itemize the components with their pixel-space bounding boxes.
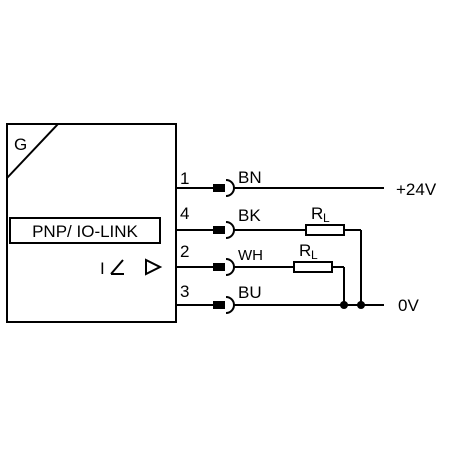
output-type-label: PNP/ IO-LINK — [32, 222, 138, 241]
socket-contact-icon — [225, 296, 235, 314]
sensor-block: G PNP/ IO-LINK I — [6, 123, 177, 323]
triangle-output-icon — [145, 258, 163, 276]
socket-contact-icon — [225, 179, 235, 197]
plug-pin-icon — [213, 301, 225, 309]
junction-dot — [340, 301, 348, 309]
resistor-label: R — [311, 204, 323, 223]
wire-pin-4: 4 BK — [176, 204, 306, 239]
wire-color: WH — [238, 247, 263, 264]
pin-number: 3 — [180, 282, 189, 301]
plug-pin-icon — [213, 226, 225, 234]
sensor-label: G — [14, 135, 27, 154]
socket-contact-icon — [225, 258, 235, 276]
load-resistor-2: R L — [293, 241, 345, 305]
socket-contact-icon — [225, 221, 235, 239]
resistor-subscript: L — [311, 248, 318, 262]
pin-number: 2 — [180, 242, 189, 261]
resistor-subscript: L — [323, 211, 330, 225]
plug-pin-icon — [213, 184, 225, 192]
plug-pin-icon — [213, 263, 225, 271]
wire-pin-1: 1 BN — [176, 168, 384, 197]
wire-color: BN — [238, 168, 262, 187]
load-resistor-1: R L — [305, 204, 362, 305]
supply-negative-label: 0V — [398, 296, 419, 315]
pin-number: 4 — [180, 204, 189, 223]
wire-pin-3: 3 BU — [176, 282, 384, 314]
sensor-housing — [6, 123, 177, 323]
output-type-box — [9, 217, 161, 244]
resistor-label: R — [299, 241, 311, 260]
wire-pin-2: 2 WH — [176, 242, 294, 276]
current-symbol: I — [100, 259, 105, 278]
current-output-icon: I — [100, 259, 124, 278]
wire-color: BU — [238, 283, 262, 302]
resistor-icon — [305, 224, 345, 236]
supply-positive-label: +24V — [396, 180, 437, 199]
resistor-icon — [293, 261, 333, 273]
pin-number: 1 — [180, 169, 189, 188]
wire-color: BK — [238, 206, 261, 225]
junction-dot — [357, 301, 365, 309]
sensor-corner-diagonal — [6, 123, 59, 179]
